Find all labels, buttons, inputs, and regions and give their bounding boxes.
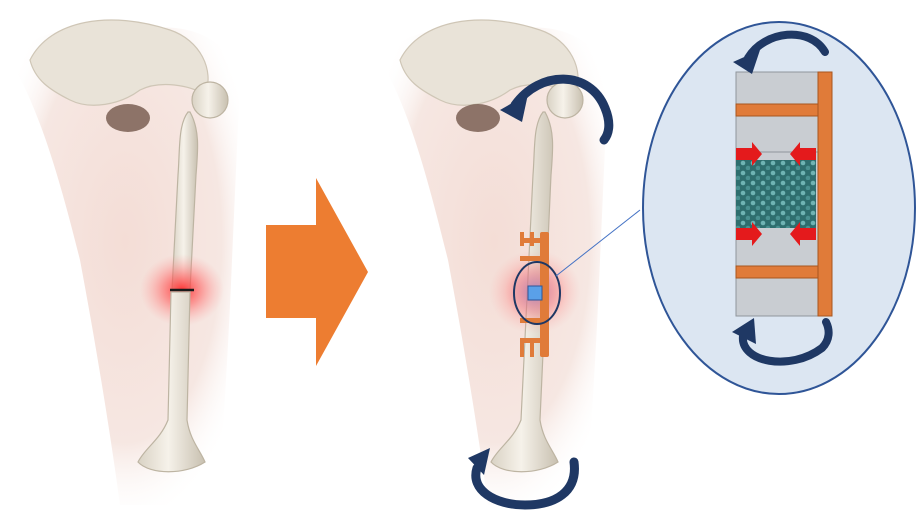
middle-femur-head (547, 82, 583, 118)
middle-obturator-hole (456, 104, 500, 132)
porous-scaffold (736, 160, 816, 228)
left-obturator-hole (106, 104, 150, 132)
left-femur-head (192, 82, 228, 118)
fixed-femur-panel (380, 20, 640, 505)
implant-detail-panel (643, 22, 915, 394)
detail-plate-screw-bottom (736, 266, 818, 278)
transition-arrow-icon (266, 178, 368, 366)
detail-plate-screw-top (736, 104, 818, 116)
plate-tooth (530, 232, 534, 246)
plate-tooth (520, 232, 524, 246)
fractured-femur-panel (10, 20, 240, 505)
plate-tooth (520, 343, 524, 357)
scaffold-square (528, 286, 542, 300)
detail-plate-body (818, 72, 832, 316)
plate-tooth (530, 343, 534, 357)
plate-screw (520, 256, 542, 261)
plate-screw (520, 338, 542, 343)
